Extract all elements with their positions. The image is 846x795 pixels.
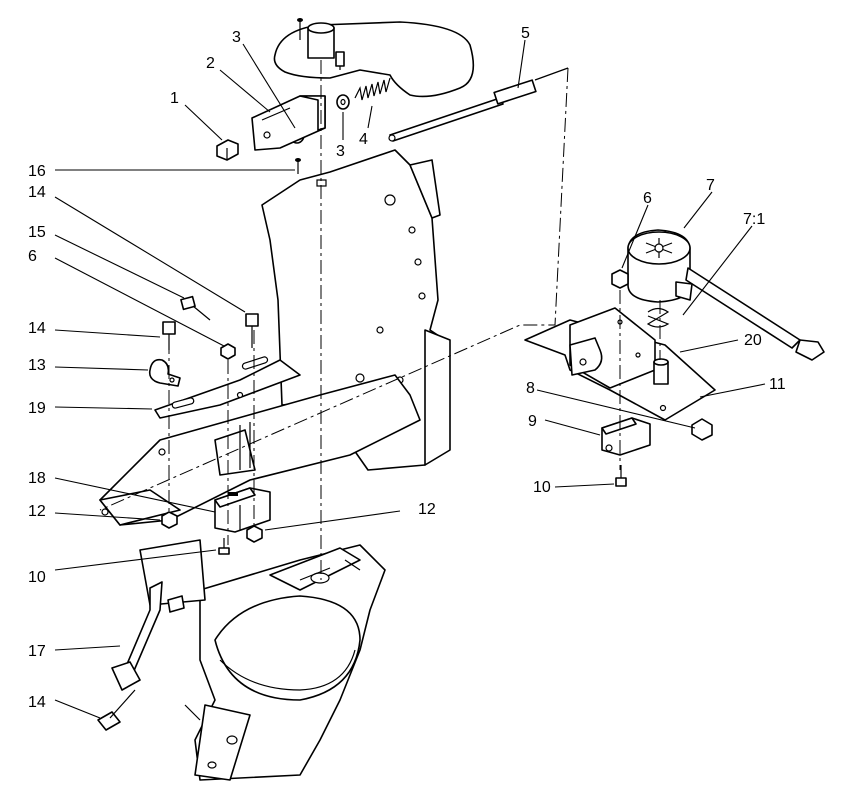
callout-11: 11 bbox=[769, 376, 786, 393]
rod-17 bbox=[111, 581, 185, 691]
callout-20: 20 bbox=[744, 332, 762, 349]
nut-1 bbox=[216, 139, 239, 161]
nut-12-left bbox=[161, 511, 178, 529]
callout-7-1: 7:1 bbox=[743, 211, 765, 228]
clamp-13 bbox=[148, 358, 181, 387]
callout-18: 18 bbox=[28, 470, 46, 487]
callout-13: 13 bbox=[28, 357, 46, 374]
callout-15: 15 bbox=[28, 224, 46, 241]
callout-6-left: 6 bbox=[28, 248, 37, 265]
switch-18 bbox=[214, 487, 271, 533]
callout-16: 16 bbox=[28, 163, 46, 180]
callout-8: 8 bbox=[526, 380, 535, 397]
top-rotating-plate bbox=[273, 18, 475, 98]
callout-5: 5 bbox=[521, 25, 530, 42]
screw-16 bbox=[295, 158, 301, 174]
nut-6-left bbox=[220, 343, 236, 360]
nut-12-right bbox=[246, 525, 263, 543]
assembly-center-lines bbox=[99, 60, 661, 580]
callout-14-top: 14 bbox=[28, 184, 46, 201]
callout-2: 2 bbox=[206, 55, 215, 72]
callout-14-bottom: 14 bbox=[28, 694, 46, 711]
bolt-14-upper bbox=[245, 313, 259, 348]
bolt-15 bbox=[180, 295, 211, 321]
callout-6-right: 6 bbox=[643, 190, 652, 207]
callout-10-left: 10 bbox=[28, 569, 46, 586]
screw-10-right bbox=[615, 465, 627, 487]
lower-housing bbox=[139, 539, 386, 781]
cross-bracket bbox=[99, 374, 421, 526]
leader-lines bbox=[54, 39, 766, 719]
callout-14-mid: 14 bbox=[28, 320, 46, 337]
callout-12-right: 12 bbox=[418, 501, 436, 518]
callout-labels: 1 2 3 3 4 5 16 14 15 6 14 13 19 18 12 12… bbox=[28, 25, 786, 711]
callout-10-right: 10 bbox=[533, 479, 551, 496]
callout-3-bottom: 3 bbox=[336, 143, 345, 160]
callout-1: 1 bbox=[170, 90, 179, 107]
screw-10-left bbox=[218, 538, 230, 555]
callout-3-top: 3 bbox=[232, 29, 241, 46]
actuator-pin bbox=[653, 358, 669, 385]
callout-4: 4 bbox=[359, 131, 368, 148]
switch-9 bbox=[601, 417, 651, 456]
motor-7 bbox=[627, 229, 825, 361]
callout-17: 17 bbox=[28, 643, 46, 660]
cable-5 bbox=[388, 67, 569, 142]
bracket-2 bbox=[251, 95, 326, 151]
spring-7-1 bbox=[646, 307, 670, 328]
bolt-14-lower bbox=[97, 689, 136, 731]
nut-6-right bbox=[611, 269, 629, 289]
spring-4 bbox=[354, 77, 391, 101]
callout-12-left: 12 bbox=[28, 503, 46, 520]
callout-7: 7 bbox=[706, 177, 715, 194]
callout-9: 9 bbox=[528, 413, 537, 430]
callout-19: 19 bbox=[28, 400, 46, 417]
nut-8 bbox=[691, 418, 713, 441]
